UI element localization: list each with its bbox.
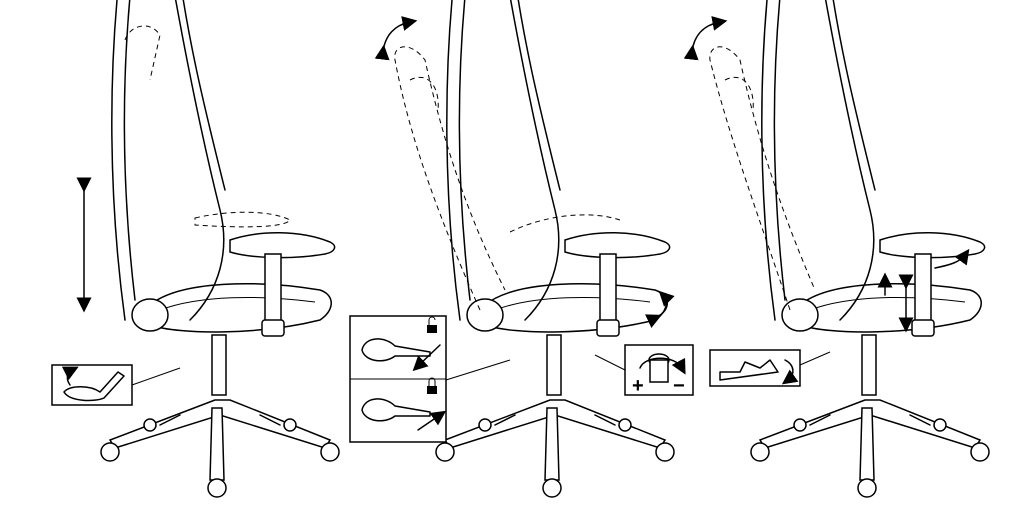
panel-rocking-tilt <box>683 0 990 498</box>
tension-minus-label: − <box>673 375 685 397</box>
tilt-top-arrow <box>683 16 728 61</box>
backrest-reclined-ghost <box>394 46 506 311</box>
tilt-lever-inset <box>709 349 831 387</box>
lock-inset <box>349 315 511 443</box>
panel-height-adjustment <box>51 0 340 498</box>
chair-3 <box>750 0 990 498</box>
chair-1 <box>100 0 340 498</box>
chair-2 <box>435 0 675 498</box>
tilt-arrow <box>645 290 675 328</box>
armrest-rotate-arrow <box>934 248 970 269</box>
lift-lever-inset <box>51 364 181 406</box>
armrest-raised-ghost <box>194 211 291 228</box>
lift-lever-icon <box>63 371 125 402</box>
tension-knob-icon <box>639 353 686 383</box>
unlock-icon <box>427 316 437 333</box>
recline-arrow <box>374 16 418 61</box>
backrest-raised-ghost <box>124 25 161 81</box>
lock-icon <box>427 377 437 394</box>
tension-knob-inset: + − <box>594 344 694 397</box>
panel-backrest-recline: + − <box>349 0 694 498</box>
tension-plus-label: + <box>632 375 644 397</box>
backrest-tilt-ghost <box>709 46 816 311</box>
